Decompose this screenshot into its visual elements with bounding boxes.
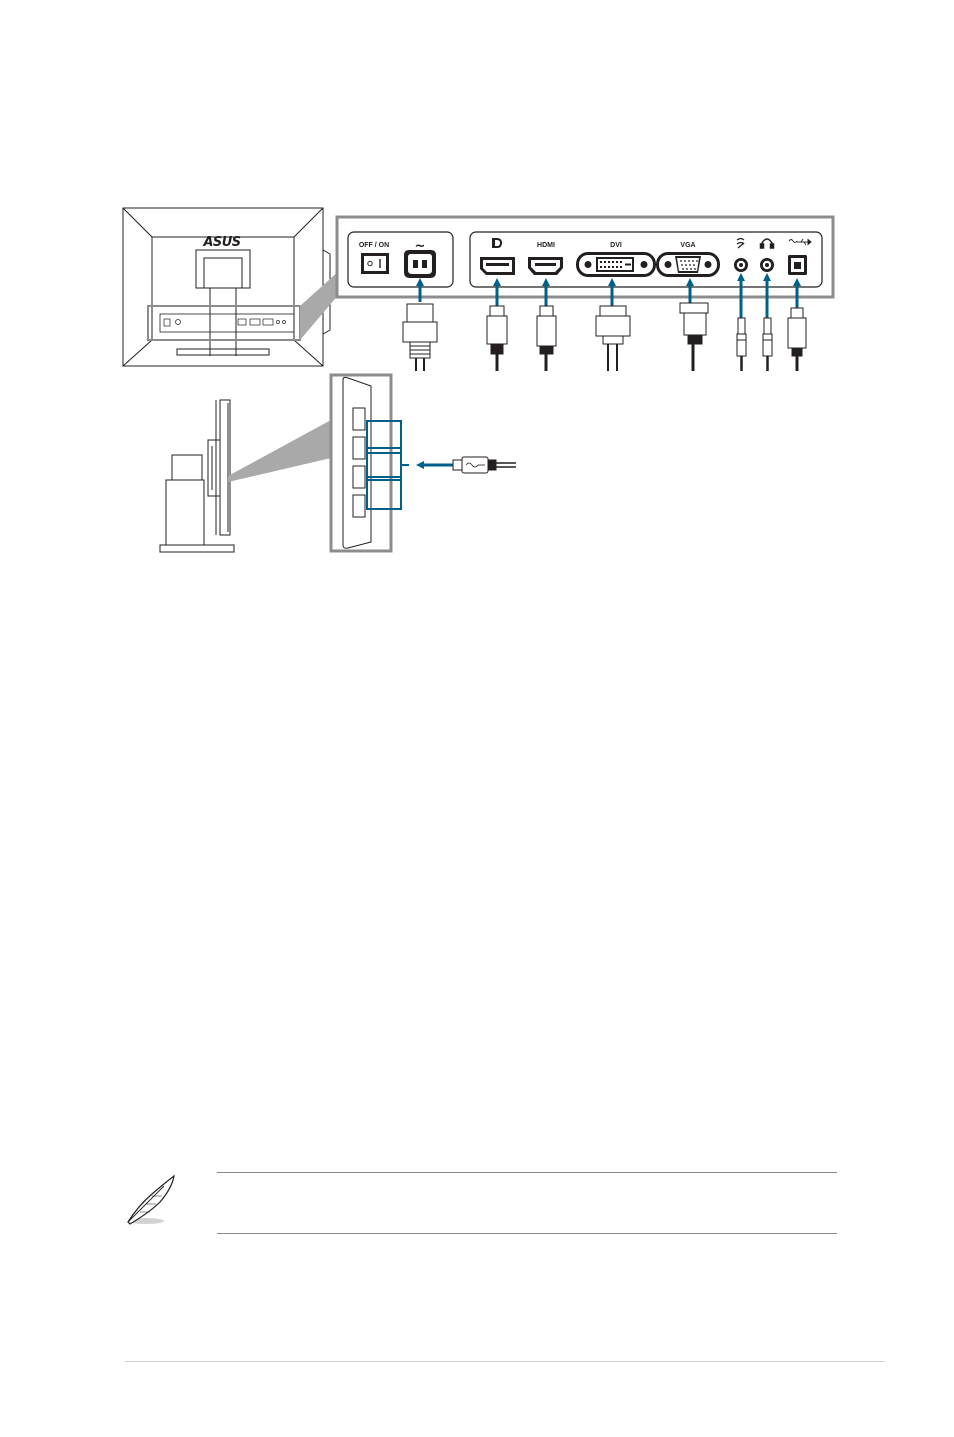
dvi-cable	[596, 306, 630, 371]
note-bottom-rule	[217, 1233, 837, 1234]
monitor-rear-view	[123, 208, 330, 366]
usb-hub-panel-enlarged	[331, 375, 409, 551]
zoom-connector-rear	[300, 270, 340, 340]
zoom-connector-side	[228, 420, 331, 482]
port-panel-enlarged: OFF / ON ~ HDMI DVI VGA	[337, 217, 833, 297]
vga-cable	[680, 303, 708, 371]
usb-device-plug	[453, 457, 516, 473]
hdmi-cable	[537, 306, 556, 371]
vga-port	[656, 252, 720, 277]
power-cord	[403, 304, 437, 371]
cables	[403, 303, 806, 371]
displayport-port	[480, 257, 515, 275]
displayport-cable	[487, 306, 507, 371]
hdmi-port	[528, 257, 563, 275]
vga-label: VGA	[680, 242, 695, 249]
dvi-label: DVI	[610, 242, 622, 249]
usb-cable	[788, 308, 806, 371]
earphone-jack	[760, 258, 774, 272]
earphone-cable	[763, 318, 772, 371]
asus-logo: ASUS	[202, 235, 240, 250]
hdmi-label: HDMI	[537, 242, 555, 249]
ac-in-label: ~	[415, 239, 426, 254]
dvi-port	[576, 252, 656, 277]
power-switch-label: OFF / ON	[359, 242, 389, 249]
note-top-rule	[217, 1172, 837, 1173]
usb-upstream-port	[788, 255, 807, 275]
monitor-side-view	[160, 400, 234, 552]
audio-in-jack	[734, 258, 748, 272]
ac-power-input	[404, 250, 436, 278]
footer-rule	[125, 1361, 885, 1362]
audio-in-cable	[737, 318, 746, 371]
power-switch	[361, 253, 389, 274]
feather-pen-icon	[128, 1176, 174, 1224]
